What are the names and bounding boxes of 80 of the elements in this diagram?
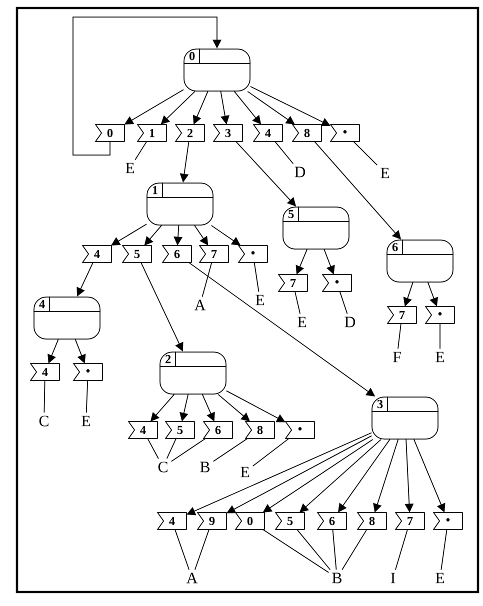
letter-label: C (39, 416, 48, 426)
tab-box: 8 (244, 421, 275, 439)
connector-line (254, 262, 260, 292)
connector-line (274, 141, 294, 164)
connector-line (395, 529, 408, 570)
tab-box: 7 (386, 306, 417, 324)
letter-label: B (200, 462, 210, 472)
connector-line (296, 529, 331, 570)
state-box: 1 (146, 182, 214, 226)
tab-box: 4 (156, 512, 187, 530)
tab-box: • (330, 124, 360, 142)
tab-box: • (72, 363, 103, 381)
tab-box: 7 (198, 245, 229, 263)
tab-box: 4 (252, 124, 283, 142)
connector-line (166, 438, 177, 460)
connector-line (398, 323, 402, 350)
tab-box: 2 (174, 124, 205, 142)
letter-label: E (436, 572, 444, 584)
state-box: 6 (386, 239, 454, 282)
letter-label: B (332, 572, 342, 584)
tab-box: • (284, 421, 315, 439)
letter-label: D (294, 166, 306, 178)
letter-label: E (298, 316, 306, 328)
tab-box: 3 (212, 124, 243, 142)
connector-line (147, 438, 159, 460)
tab-box: 4 (82, 245, 112, 263)
connector-line (174, 529, 190, 570)
connector-line (202, 262, 212, 298)
connector-line (44, 380, 46, 414)
connector-line (440, 529, 448, 570)
tab-box: 5 (122, 245, 152, 263)
letter-label: F (393, 352, 401, 362)
tab-box: 4 (128, 421, 158, 439)
tab-box: 5 (274, 512, 305, 530)
connector-line (332, 529, 337, 570)
tab-box: 0 (94, 124, 125, 142)
connector-line (294, 291, 301, 314)
state-box: 4 (33, 296, 101, 340)
letter-label: E (380, 168, 390, 178)
connector-line (134, 141, 148, 160)
tab-box: • (322, 274, 352, 292)
arrow (72, 16, 222, 156)
connector-line (342, 529, 368, 570)
letter-label: C (158, 462, 168, 472)
tab-box: 6 (202, 421, 233, 439)
letter-label: E (436, 352, 444, 362)
tab-box: 7 (394, 512, 425, 530)
tab-box: 5 (164, 421, 195, 439)
tab-box: • (432, 512, 463, 530)
connector-line (252, 438, 290, 466)
tab-box: 0 (234, 512, 265, 530)
state-box: 0 (183, 48, 251, 92)
tab-box: 7 (278, 274, 308, 292)
connector-line (339, 291, 348, 314)
letter-label: D (344, 316, 356, 328)
connector-line (194, 529, 210, 570)
tab-box: 6 (162, 245, 192, 263)
tab-box: 6 (316, 512, 347, 530)
tab-box: 4 (30, 363, 60, 381)
tab-box: 8 (356, 512, 387, 530)
letter-label: I (390, 572, 396, 584)
letter-label: E (256, 294, 264, 306)
letter-label: A (194, 300, 206, 310)
state-box: 3 (371, 396, 439, 440)
letter-label: E (126, 162, 134, 174)
tab-box: • (238, 245, 268, 263)
tab-box: 1 (136, 124, 167, 142)
tab-box: 8 (292, 124, 322, 142)
state-box: 2 (159, 351, 227, 394)
tab-box: • (424, 306, 455, 324)
letter-label: A (186, 572, 198, 584)
connector-line (353, 141, 378, 166)
letter-label: E (82, 416, 90, 426)
connector-line (212, 438, 248, 462)
connector-line (170, 438, 206, 462)
letter-label: E (240, 466, 250, 478)
connector-line (86, 380, 88, 414)
connector-line (262, 529, 330, 573)
tab-box: 9 (196, 512, 227, 530)
state-box: 5 (282, 206, 350, 250)
